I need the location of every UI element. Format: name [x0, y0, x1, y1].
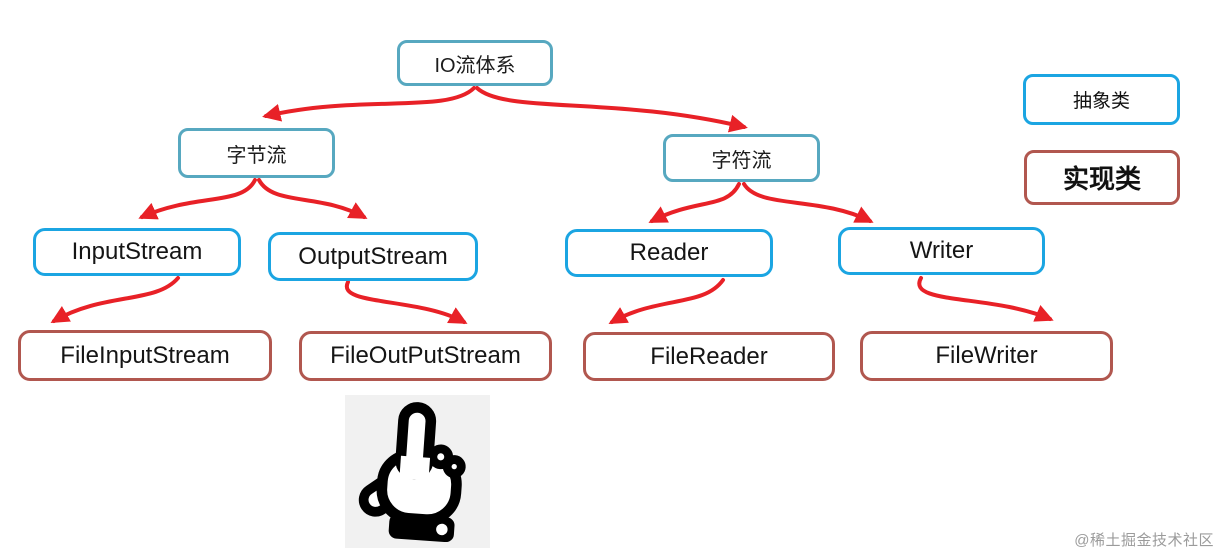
pointing-hand-icon [345, 395, 490, 548]
legend-abstract-class: 抽象类 [1023, 74, 1180, 125]
legend-implementation-class: 实现类 [1024, 150, 1180, 205]
node-char-stream: 字符流 [663, 134, 820, 182]
node-filereader: FileReader [583, 332, 835, 381]
node-inputstream: InputStream [33, 228, 241, 276]
node-fileoutputstream: FileOutPutStream [299, 331, 552, 381]
node-writer: Writer [838, 227, 1045, 275]
watermark: @稀土掘金技术社区 [1074, 532, 1214, 549]
node-io-stream-system: IO流体系 [397, 40, 553, 86]
node-filewriter: FileWriter [860, 331, 1113, 381]
node-outputstream: OutputStream [268, 232, 478, 281]
node-fileinputstream: FileInputStream [18, 330, 272, 381]
node-byte-stream: 字节流 [178, 128, 335, 178]
node-reader: Reader [565, 229, 773, 277]
